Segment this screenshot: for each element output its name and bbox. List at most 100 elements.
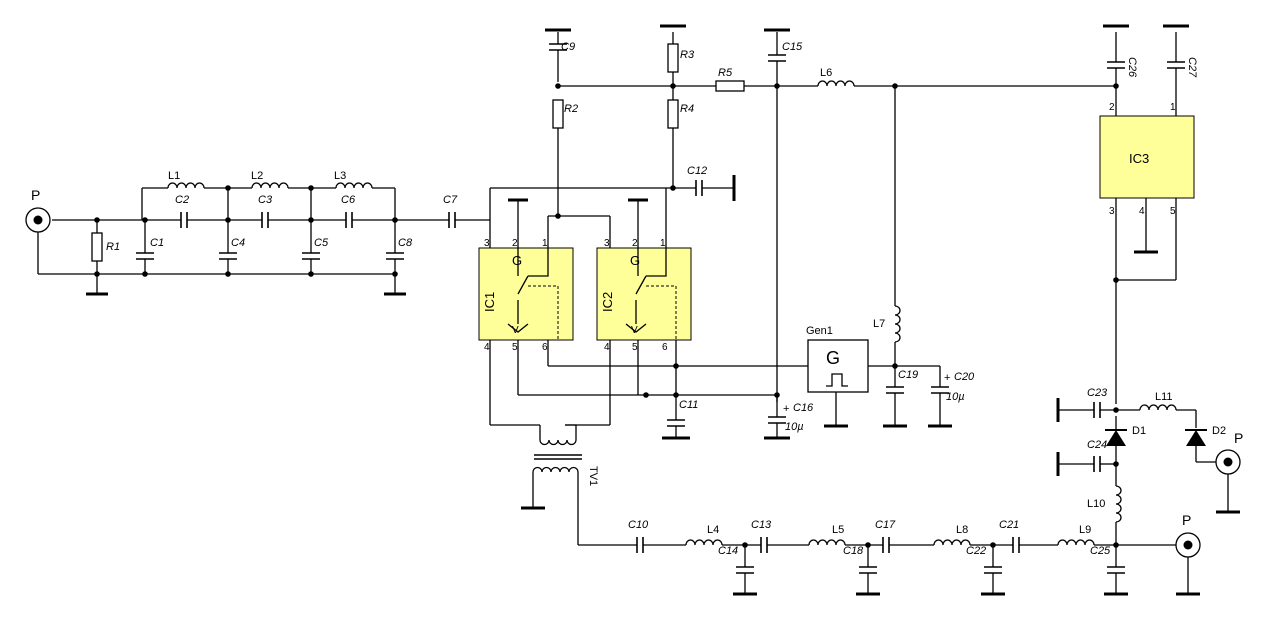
capacitor-c1-label: C1 (150, 237, 164, 249)
inductor-l4: L4 (685, 524, 723, 546)
capacitor-c16: + C16 10µ (767, 402, 814, 433)
capacitor-c6: C6 (341, 194, 356, 229)
capacitor-c10-label: C10 (628, 519, 649, 531)
capacitor-c9: C9 (548, 41, 575, 53)
ic3-pin-1: 1 (1170, 102, 1176, 113)
input-port: P (25, 187, 51, 233)
transformer-tv1: TV1 (532, 424, 599, 486)
ic2: G V IC2 3 2 1 4 5 6 (596, 238, 692, 353)
capacitor-c22-label: C22 (966, 545, 986, 557)
capacitor-c2: C2 (175, 194, 189, 229)
capacitor-c4: C4 (218, 237, 245, 260)
generator-label: Gen1 (806, 325, 833, 337)
capacitor-c5: C5 (301, 237, 329, 260)
inductor-l5-label: L5 (832, 524, 844, 536)
capacitor-c2-label: C2 (175, 194, 189, 206)
inductor-l10-label: L10 (1087, 498, 1105, 510)
ic2-pin-1: 1 (660, 238, 666, 249)
inductor-l1-label: L1 (168, 170, 180, 182)
inductor-l3-label: L3 (334, 170, 346, 182)
pulse-icon (826, 373, 848, 387)
capacitor-c12-label: C12 (687, 165, 707, 177)
capacitor-c21: C21 (999, 519, 1020, 554)
ic1-pin-3: 3 (484, 238, 490, 249)
capacitor-c20-plus: + (944, 372, 950, 384)
transformer-label: TV1 (587, 466, 599, 486)
capacitor-c16-label: C16 (793, 402, 814, 414)
diode-d1-label: D1 (1132, 425, 1146, 437)
capacitor-c14: C14 (718, 545, 755, 574)
inductor-l3: L3 (334, 170, 373, 189)
ic1-pin-2: 2 (512, 238, 518, 249)
wiring (37, 32, 1229, 594)
ic1-pin-6: 6 (542, 342, 548, 353)
ic2-pin-5: 5 (632, 342, 638, 353)
capacitor-c14-label: C14 (718, 545, 738, 557)
ic2-v-mark: V (631, 325, 638, 336)
capacitor-c13: C13 (751, 519, 772, 554)
ic2-label: IC2 (600, 292, 615, 312)
capacitor-c25: C25 (1090, 545, 1126, 574)
resistor-r5-label: R5 (718, 67, 733, 79)
resistor-r3: R3 (667, 43, 695, 73)
capacitor-c27-label: C27 (1186, 57, 1198, 78)
capacitor-c5-label: C5 (314, 237, 329, 249)
capacitor-c19: C19 (885, 369, 918, 394)
resistor-r1-label: R1 (106, 241, 120, 253)
capacitor-c26: C26 (1106, 57, 1138, 78)
inductor-l8-label: L8 (956, 524, 968, 536)
capacitor-c18-label: C18 (843, 545, 864, 557)
inductor-l8: L8 (933, 524, 971, 546)
ic3-pin-4: 4 (1139, 206, 1145, 217)
ic1: G V IC1 3 2 1 4 5 6 (478, 238, 574, 353)
input-port-label: P (31, 187, 40, 203)
inductor-l11: L11 (1139, 391, 1177, 411)
resistor-r1: R1 (91, 232, 120, 262)
inductor-l11-label: L11 (1155, 391, 1173, 403)
ic2-pin-4: 4 (604, 342, 610, 353)
ic1-g-mark: G (512, 253, 522, 268)
capacitor-c11: C11 (666, 399, 698, 427)
capacitor-c23-label: C23 (1087, 387, 1108, 399)
resistor-r4-label: R4 (680, 103, 694, 115)
resistor-r2: R2 (552, 99, 578, 129)
inductor-l7: L7 (873, 305, 901, 343)
capacitor-c18: C18 (843, 545, 878, 574)
ic3-label: IC3 (1129, 151, 1149, 166)
ic2-pin-6: 6 (662, 342, 668, 353)
output-port-label: P (1182, 512, 1191, 528)
capacitor-c3: C3 (258, 194, 273, 229)
capacitor-c25-label: C25 (1090, 545, 1111, 557)
capacitor-c10: C10 (628, 519, 649, 554)
capacitor-c24-label: C24 (1087, 439, 1107, 451)
capacitor-c4-label: C4 (231, 237, 245, 249)
aux-port-label: P (1234, 430, 1243, 446)
capacitor-c17: C17 (875, 519, 896, 554)
capacitor-c3-label: C3 (258, 194, 273, 206)
resistor-r3-label: R3 (680, 49, 695, 61)
ic1-v-mark: V (512, 325, 519, 336)
capacitor-c8-label: C8 (398, 237, 413, 249)
capacitor-c7: C7 (443, 194, 458, 229)
capacitor-c13-label: C13 (751, 519, 772, 531)
resistor-r4: R4 (667, 99, 694, 129)
capacitor-c23: C23 (1087, 387, 1108, 419)
ground-symbols (86, 24, 1240, 596)
capacitor-c1: C1 (135, 237, 164, 260)
diode-d2-label: D2 (1212, 425, 1226, 437)
capacitor-c15-label: C15 (782, 41, 803, 53)
inductor-l4-label: L4 (707, 524, 719, 536)
inductor-l2: L2 (251, 170, 289, 189)
inductor-l6-label: L6 (820, 67, 832, 79)
ic3-pin-3: 3 (1109, 206, 1115, 217)
junction-dots (94, 83, 1119, 548)
resistor-r5: R5 (715, 67, 745, 92)
capacitor-c6-label: C6 (341, 194, 356, 206)
capacitor-c8: C8 (385, 237, 413, 260)
ic2-g-mark: G (630, 253, 640, 268)
capacitor-c21-label: C21 (999, 519, 1019, 531)
ic2-pin-2: 2 (632, 238, 638, 249)
capacitor-c15: C15 (767, 41, 803, 62)
capacitor-c24: C24 (1087, 439, 1107, 473)
